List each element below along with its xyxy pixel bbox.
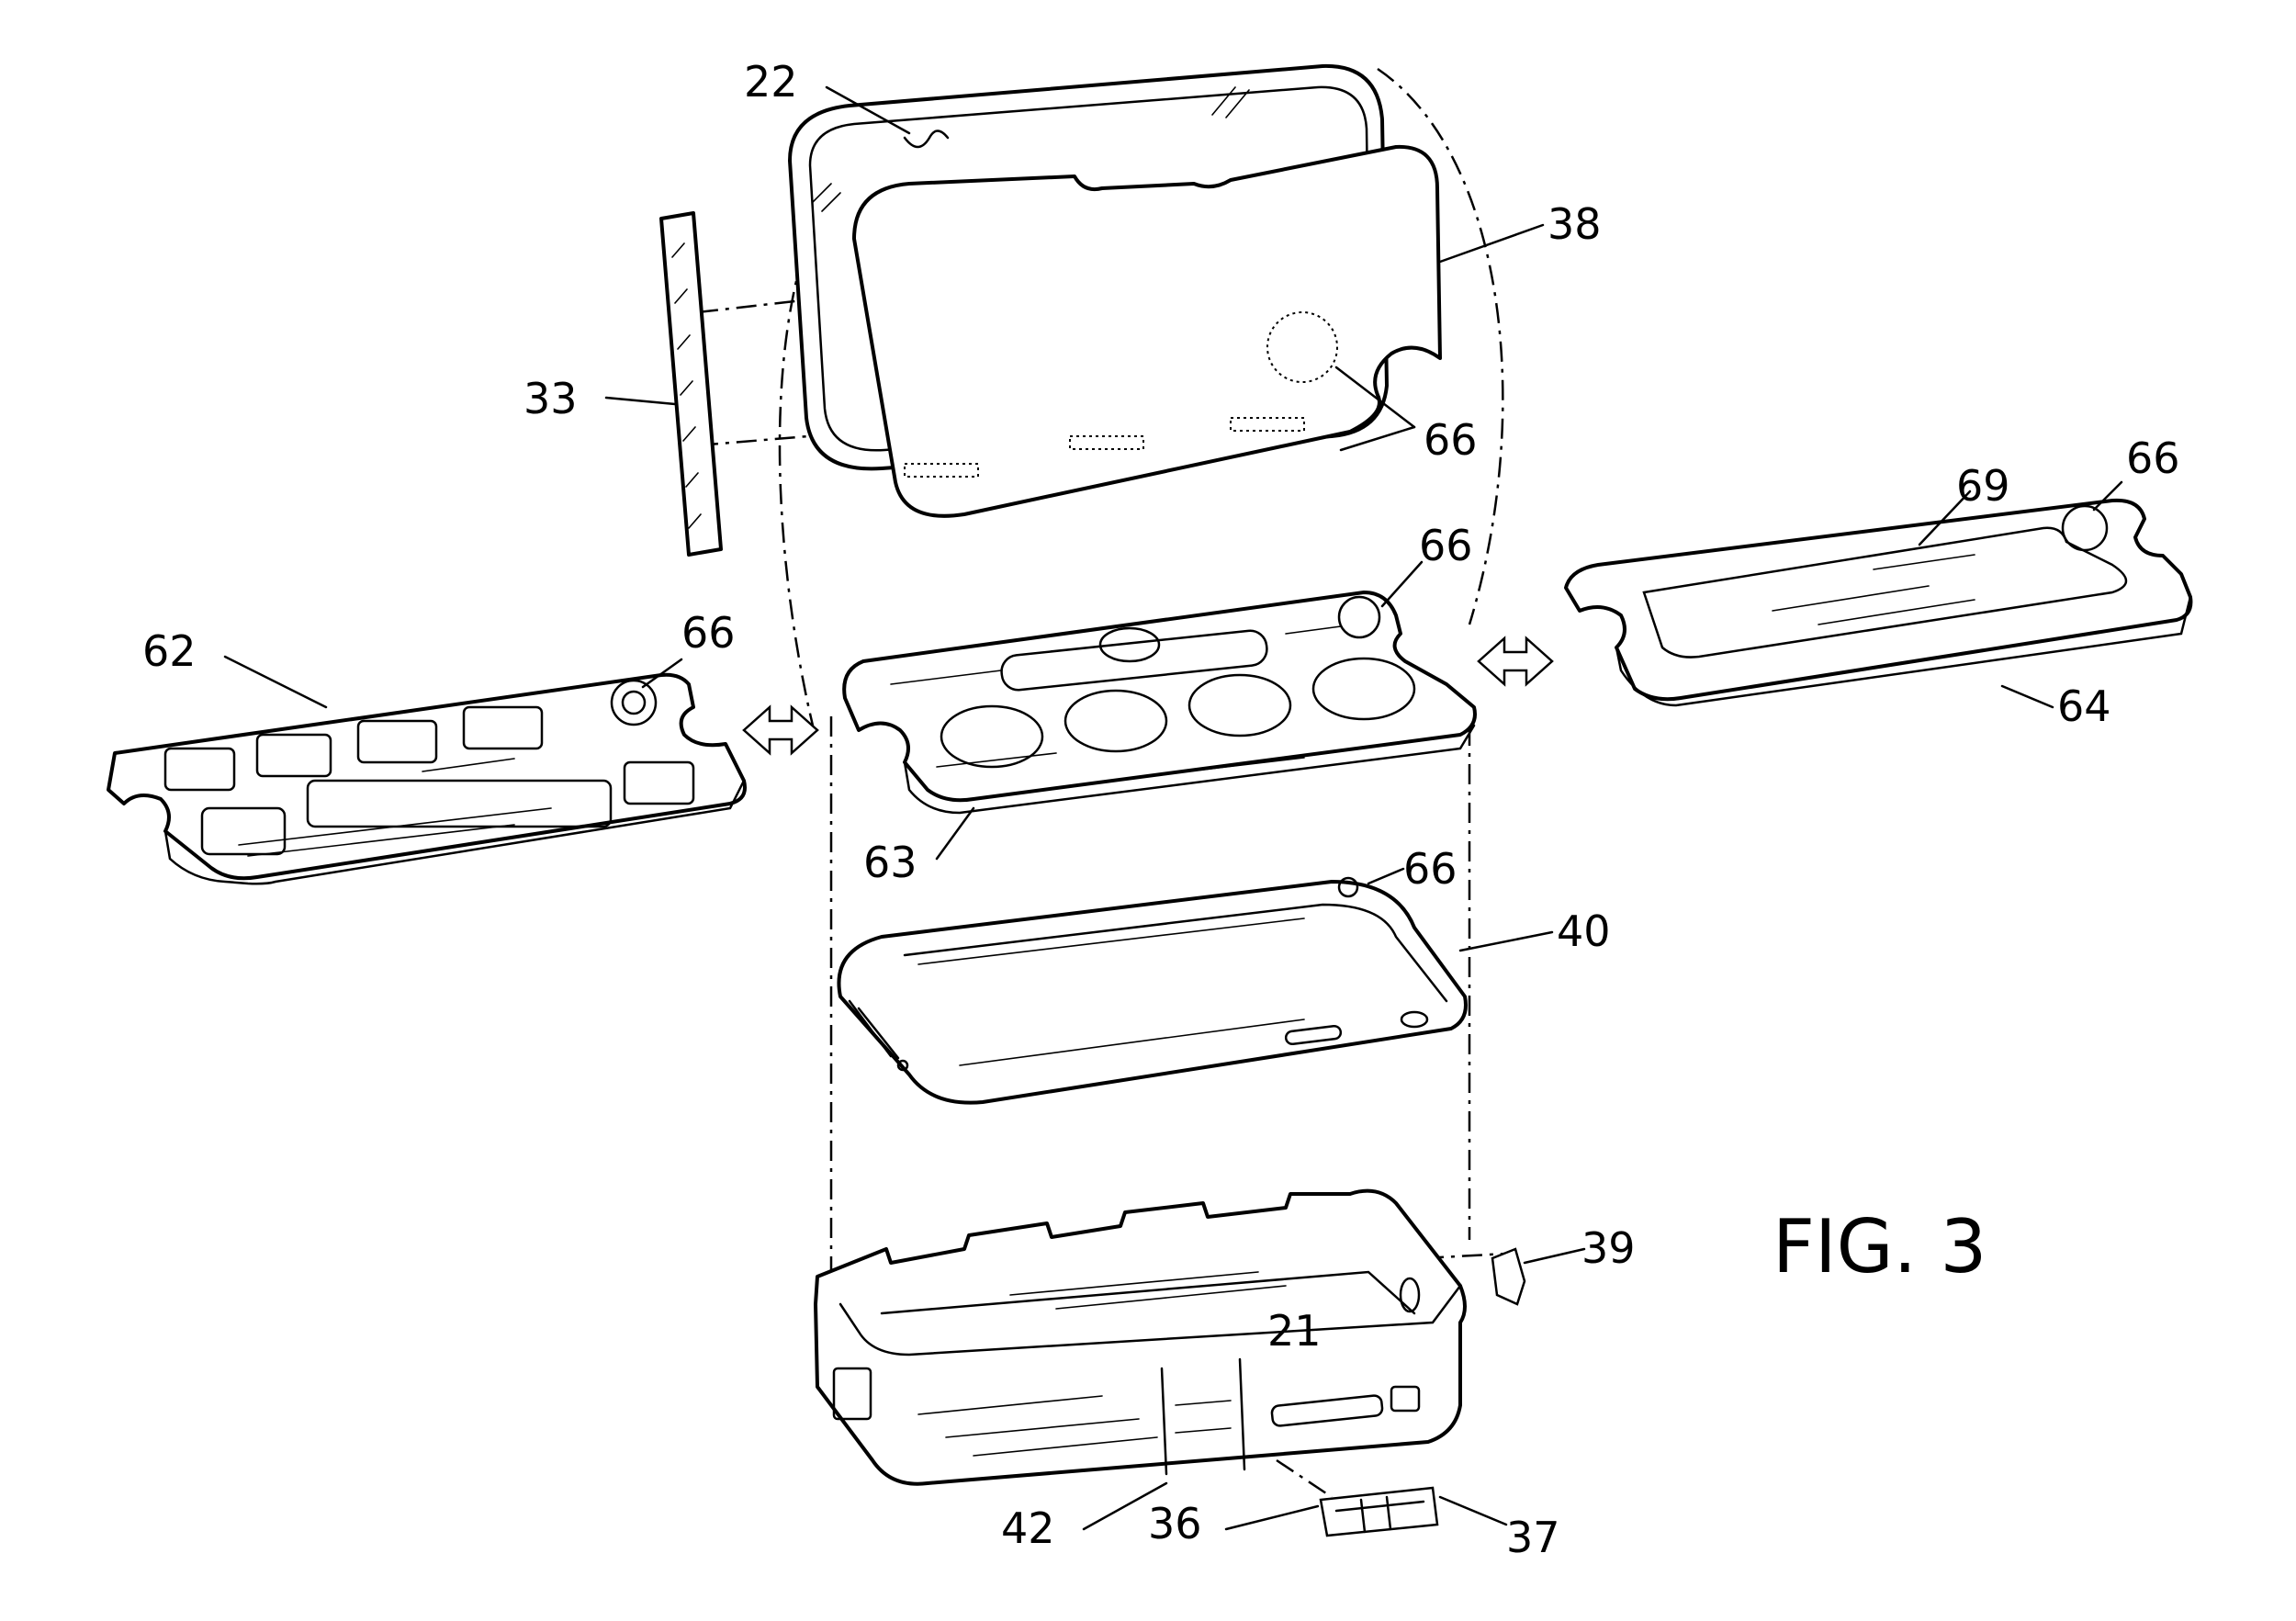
label-37: 37	[1506, 1513, 1560, 1562]
label-33: 33	[523, 374, 578, 423]
lid-hole-66	[1266, 311, 1338, 383]
label-63: 63	[863, 838, 917, 887]
label-38: 38	[1548, 199, 1602, 249]
figure-title: FIG. 3	[1773, 1204, 1986, 1289]
case-base-21	[814, 1188, 1467, 1486]
insert-tray-62	[107, 672, 747, 885]
label-66-lid: 66	[1424, 415, 1478, 465]
label-64: 64	[2057, 681, 2111, 731]
label-62: 62	[142, 626, 197, 676]
reference-numerals: 22 38 33 66 62 66 66 63 66 69 64 66 40 3…	[142, 57, 2180, 1562]
swap-arrow-right	[1477, 636, 1554, 687]
label-39: 39	[1581, 1223, 1636, 1273]
insert-tray-64	[1564, 498, 2193, 707]
label-66-center: 66	[1419, 521, 1473, 570]
label-66-left: 66	[681, 608, 736, 658]
hinge-slot	[1069, 435, 1144, 450]
swap-arrow-left	[742, 704, 819, 756]
port-plug-36-37	[1319, 1486, 1439, 1537]
label-36: 36	[1148, 1499, 1202, 1548]
label-40: 40	[1557, 906, 1611, 956]
label-66-right: 66	[2126, 433, 2180, 483]
window-strip-33	[659, 211, 723, 557]
interchange-arrows	[742, 636, 1554, 756]
label-42: 42	[1001, 1503, 1055, 1553]
frame-38	[852, 144, 1442, 518]
label-66-device: 66	[1403, 844, 1458, 894]
label-21: 21	[1267, 1306, 1322, 1356]
insert-tray-63	[842, 591, 1477, 815]
label-69: 69	[1956, 461, 2010, 511]
latch-39	[1491, 1247, 1526, 1306]
mobile-device-40	[837, 876, 1468, 1105]
hinge-slot	[904, 463, 979, 478]
leader-lines	[223, 85, 2123, 1531]
hinge-slot	[1230, 417, 1305, 432]
lid-assembly	[788, 63, 1442, 518]
label-22: 22	[744, 57, 798, 107]
